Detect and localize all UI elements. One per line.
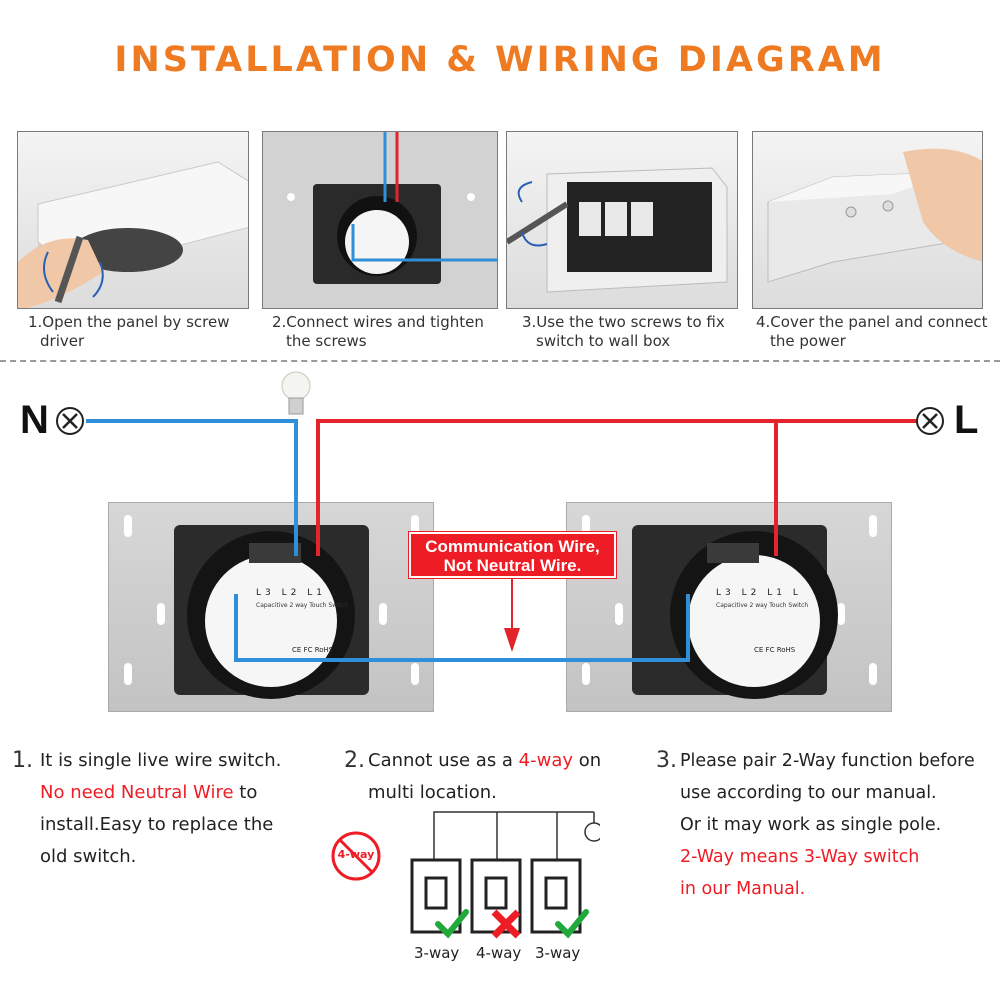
step-2-caption: 2.Connect wires and tighten the screws	[272, 313, 484, 350]
step-4-caption: 4.Cover the panel and connect the power	[756, 313, 988, 350]
step-1-caption: 1.Open the panel by screw driver	[28, 313, 230, 350]
page-title: INSTALLATION & WIRING DIAGRAM	[114, 40, 886, 80]
right-switch-panel	[566, 502, 892, 712]
callout-arrow-head	[504, 628, 520, 652]
note-3-number: 3.	[656, 748, 677, 773]
wiring-lines	[56, 371, 944, 662]
communication-wire-callout: Communication Wire, Not Neutral Wire.	[409, 532, 616, 578]
cross-icon	[491, 909, 521, 939]
note-2-number: 2.	[344, 748, 365, 773]
switch-3	[530, 858, 582, 934]
multi-location-diagram	[410, 811, 600, 939]
no-4-way-badge: 4-way	[330, 830, 382, 882]
note-1-number: 1.	[12, 748, 33, 773]
live-wire	[316, 419, 918, 556]
neutral-wire	[86, 419, 298, 556]
left-terminal-labels: L3 L2 L1 L	[256, 588, 342, 598]
step-3-caption: 3.Use the two screws to fix switch to wa…	[522, 313, 725, 350]
live-label: L	[954, 398, 979, 442]
right-cert-labels: CE FC RoHS	[754, 646, 796, 654]
note-1-text: It is single live wire switch. No need N…	[40, 750, 282, 867]
left-module-title: Capacitive 2 way Touch Switch	[256, 602, 349, 609]
way-label-2: 4-way	[476, 944, 522, 962]
check-icon-2	[555, 909, 589, 939]
step-1-photo	[17, 131, 249, 309]
communication-wire	[234, 594, 690, 662]
left-switch-panel	[108, 502, 434, 712]
note-3-text: Please pair 2-Way function before use ac…	[680, 751, 975, 899]
right-module-title: Capacitive 2 way Touch Switch	[716, 602, 809, 609]
switch-1	[410, 858, 462, 934]
right-terminal-labels: L3 L2 L1 L	[716, 588, 802, 598]
left-cert-labels: CE FC RoHS	[292, 646, 334, 654]
bulb-icon	[584, 812, 600, 842]
section-divider	[0, 360, 1000, 362]
light-bulb-icon	[281, 371, 311, 415]
way-label-3: 3-way	[535, 944, 581, 962]
check-icon-1	[435, 909, 469, 939]
step-2-photo	[262, 131, 498, 309]
no-4-way-badge-label: 4-way	[337, 848, 375, 861]
way-label-1: 3-way	[414, 944, 460, 962]
step-4-photo	[752, 131, 983, 309]
neutral-label: N	[20, 398, 49, 442]
note-2-text: Cannot use as a 4-way on multi location.	[368, 750, 602, 803]
step-3-photo	[506, 131, 738, 309]
